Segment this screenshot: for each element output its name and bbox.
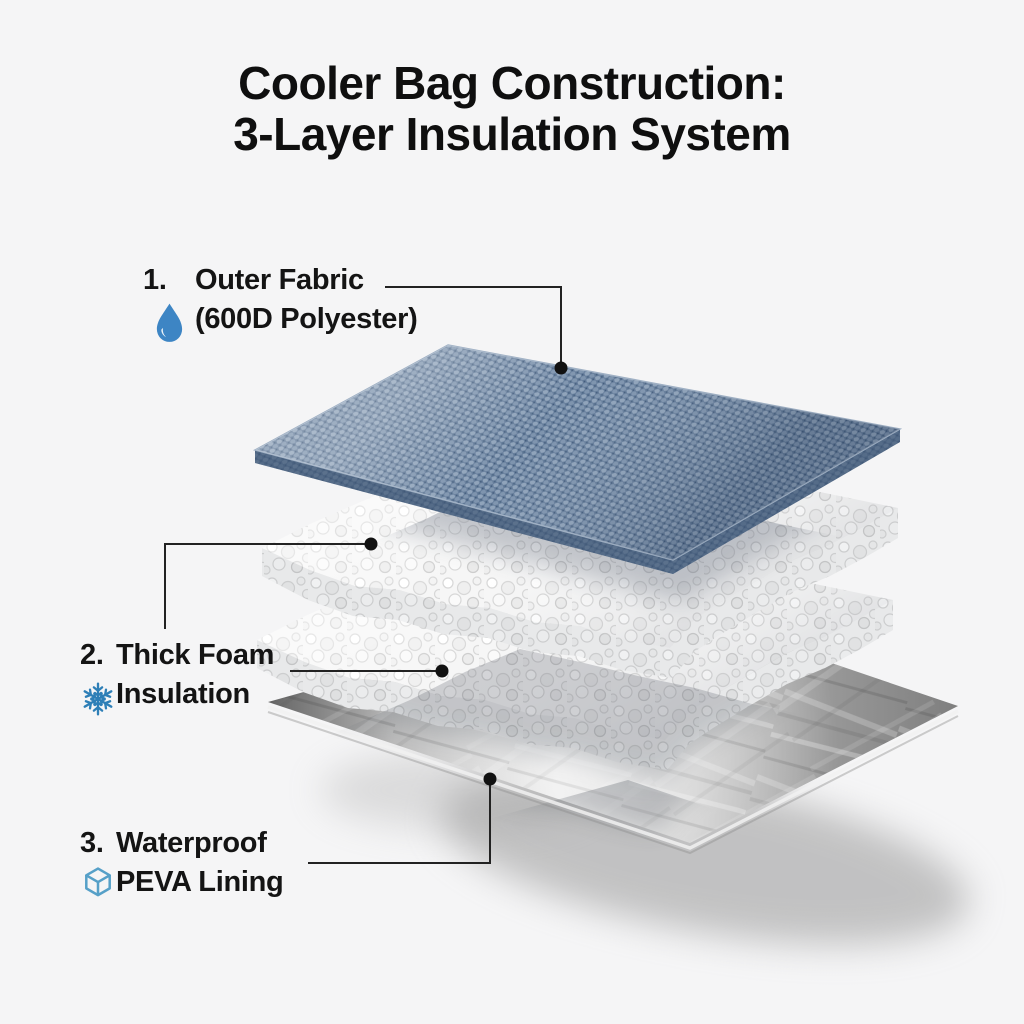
callout-dots xyxy=(364,361,568,786)
water-drop-icon xyxy=(143,301,195,345)
label-2-line-2: Insulation xyxy=(116,678,250,710)
title-line-2: 3-Layer Insulation System xyxy=(233,108,791,160)
label-2-number: 2. xyxy=(80,639,104,671)
leader-line-2a xyxy=(164,543,371,629)
label-3-line-1: Waterproof xyxy=(116,827,267,859)
leader-line-1 xyxy=(385,286,562,368)
snowflake-icon xyxy=(80,676,116,722)
leader-line-3 xyxy=(308,779,491,864)
peva-edge-highlight xyxy=(267,705,959,850)
label-3-number: 3. xyxy=(80,827,104,859)
label-1-number: 1. xyxy=(143,264,167,296)
callout-dot-2b xyxy=(435,664,449,678)
label-3-line-2: PEVA Lining xyxy=(116,866,284,898)
leader-lines xyxy=(164,286,562,864)
callout-dot-1 xyxy=(554,361,568,375)
peva-lining-layer xyxy=(256,598,959,855)
title-line-1: Cooler Bag Construction: xyxy=(238,57,786,109)
callout-dot-2a xyxy=(364,537,378,551)
label-1-line-1: Outer Fabric xyxy=(195,264,364,296)
label-peva-lining: 3. Waterproof PEVA Lining xyxy=(80,825,284,901)
label-2-line-1: Thick Foam xyxy=(116,639,275,671)
cube-outline-icon xyxy=(80,864,116,901)
callout-dot-3 xyxy=(483,772,497,786)
label-outer-fabric: 1. Outer Fabric (600D Polyester) xyxy=(143,262,418,345)
label-1-line-2: (600D Polyester) xyxy=(195,303,418,335)
diagram-title: Cooler Bag Construction: 3-Layer Insulat… xyxy=(0,58,1024,160)
label-foam-insulation: 2. Thick Foam xyxy=(80,637,274,722)
